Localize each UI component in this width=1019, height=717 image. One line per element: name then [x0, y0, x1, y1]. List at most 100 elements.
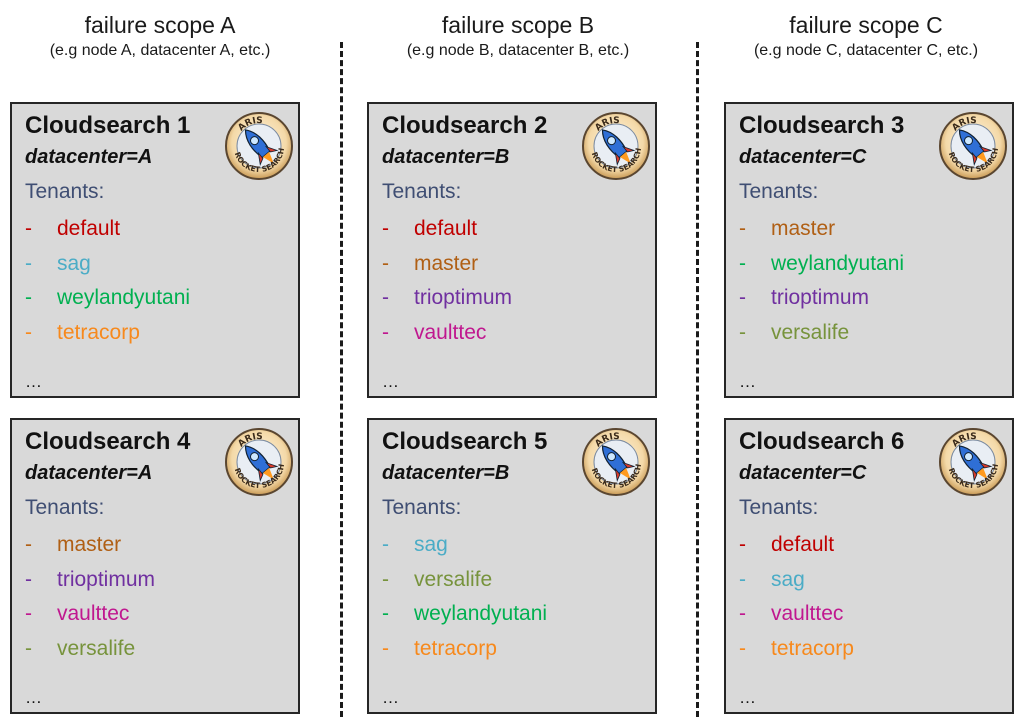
- rocket-icon: [244, 445, 279, 482]
- tenant-name: vaulttec: [57, 602, 130, 625]
- tenant-dash: -: [739, 602, 746, 625]
- aris-rocket-search-logo: ARIS ROCKET SEARCH: [225, 428, 293, 496]
- card-datacenter: datacenter=A: [25, 146, 153, 168]
- scope-title: failure scope A: [84, 12, 236, 38]
- more-tenants-ellipsis: …: [739, 688, 756, 707]
- tenant-list: -default-sag-weylandyutani-tetracorp: [25, 212, 190, 350]
- tenants-label: Tenants:: [739, 180, 819, 203]
- card-datacenter: datacenter=B: [382, 146, 510, 168]
- scope-divider-ab: [340, 42, 343, 717]
- tenant-dash: -: [382, 567, 389, 591]
- scope-subtitle: (e.g node C, datacenter C, etc.): [753, 42, 979, 59]
- tenant-name: master: [771, 217, 836, 240]
- rocket-icon: [244, 129, 279, 166]
- scope-divider-bc: [696, 42, 699, 717]
- tenant-item: - versalife: [25, 632, 155, 667]
- scope-header-a: failure scope A (e.g node A, datacenter …: [0, 10, 320, 62]
- more-tenants-ellipsis: …: [25, 372, 42, 391]
- aris-rocket-search-logo: ARIS ROCKET SEARCH: [582, 112, 650, 180]
- scope-header-c: failure scope C (e.g node C, datacenter …: [706, 10, 1019, 62]
- tenant-dash: -: [25, 567, 32, 591]
- scope-title: failure scope B: [441, 12, 595, 38]
- more-tenants-ellipsis: …: [382, 688, 399, 707]
- tenant-dash: -: [382, 217, 389, 240]
- tenant-dash: -: [25, 602, 32, 625]
- tenant-name: versalife: [57, 636, 136, 660]
- tenant-name: trioptimum: [414, 286, 513, 309]
- card-title: Cloudsearch 2: [382, 112, 548, 139]
- tenant-name: tetracorp: [771, 636, 854, 660]
- tenant-name: weylandyutani: [771, 251, 905, 275]
- tenant-name: versalife: [414, 567, 493, 591]
- rocket-icon: [958, 445, 993, 482]
- tenant-name: vaulttec: [414, 320, 487, 344]
- tenant-item: -trioptimum: [25, 563, 155, 598]
- tenant-dash: -: [382, 251, 389, 275]
- tenant-item: - master: [739, 212, 904, 247]
- tenants-label: Tenants:: [739, 496, 819, 519]
- tenant-dash: -: [382, 533, 389, 556]
- more-tenants-ellipsis: …: [739, 372, 756, 391]
- aris-rocket-search-logo: ARIS ROCKET SEARCH: [582, 428, 650, 496]
- tenant-name: master: [57, 533, 122, 556]
- tenant-dash: -: [739, 320, 746, 344]
- more-tenants-ellipsis: …: [382, 372, 399, 391]
- tenant-item: -sag: [25, 247, 190, 282]
- tenant-item: -default: [739, 528, 854, 563]
- tenant-name: tetracorp: [57, 320, 140, 344]
- scope-subtitle: (e.g node B, datacenter B, etc.): [406, 42, 630, 59]
- tenant-item: - vaulttec: [739, 597, 854, 632]
- tenant-dash: -: [382, 602, 389, 625]
- tenant-item: - tetracorp: [739, 632, 854, 667]
- card-title: Cloudsearch 4: [25, 428, 191, 455]
- tenant-item: -versalife: [739, 316, 904, 351]
- tenant-item: - tetracorp: [25, 316, 190, 351]
- tenant-name: trioptimum: [771, 286, 870, 309]
- scope-header-b: failure scope B (e.g node B, datacenter …: [358, 10, 678, 62]
- scope-subtitle: (e.g node A, datacenter A, etc.): [49, 42, 271, 59]
- tenant-dash: -: [739, 636, 746, 660]
- tenant-dash: -: [25, 636, 32, 660]
- card-title: Cloudsearch 6: [739, 428, 905, 455]
- tenant-name: weylandyutani: [414, 602, 548, 625]
- tenant-dash: -: [739, 567, 746, 591]
- tenant-item: - versalife: [382, 563, 547, 598]
- tenant-item: - master: [25, 528, 155, 563]
- tenant-name: default: [57, 217, 121, 240]
- tenant-item: -trioptimum: [382, 281, 512, 316]
- tenants-label: Tenants:: [382, 180, 462, 203]
- tenant-dash: -: [739, 251, 746, 275]
- tenant-item: - tetracorp: [382, 632, 547, 667]
- tenant-item: -default: [382, 212, 512, 247]
- tenant-dash: -: [25, 320, 32, 344]
- tenant-item: -weylandyutani: [25, 281, 190, 316]
- card-datacenter: datacenter=C: [739, 146, 867, 168]
- tenant-name: sag: [771, 567, 805, 591]
- tenant-item: -vaulttec: [382, 316, 512, 351]
- tenant-name: tetracorp: [414, 636, 497, 660]
- aris-rocket-search-logo: ARIS ROCKET SEARCH: [939, 112, 1007, 180]
- tenant-dash: -: [382, 636, 389, 660]
- card-title: Cloudsearch 1: [25, 112, 191, 139]
- tenant-item: - sag: [739, 563, 854, 598]
- tenant-dash: -: [739, 217, 746, 240]
- tenant-item: -default: [25, 212, 190, 247]
- tenant-name: default: [771, 533, 835, 556]
- tenant-dash: -: [25, 286, 32, 309]
- tenant-dash: -: [25, 533, 32, 556]
- cloudsearch-card-3: Cloudsearch 3 datacenter=C Tenants: - master…: [724, 102, 1014, 398]
- tenant-item: -sag: [382, 528, 547, 563]
- rocket-icon: [601, 445, 636, 482]
- tenants-label: Tenants:: [382, 496, 462, 519]
- tenant-name: vaulttec: [771, 602, 844, 625]
- aris-rocket-search-logo: ARIS ROCKET SEARCH: [939, 428, 1007, 496]
- tenant-name: master: [414, 251, 479, 275]
- tenant-dash: -: [25, 251, 32, 275]
- tenants-label: Tenants:: [25, 180, 105, 203]
- aris-rocket-search-logo: ARIS ROCKET SEARCH: [225, 112, 293, 180]
- rocket-icon: [601, 129, 636, 166]
- card-title: Cloudsearch 3: [739, 112, 905, 139]
